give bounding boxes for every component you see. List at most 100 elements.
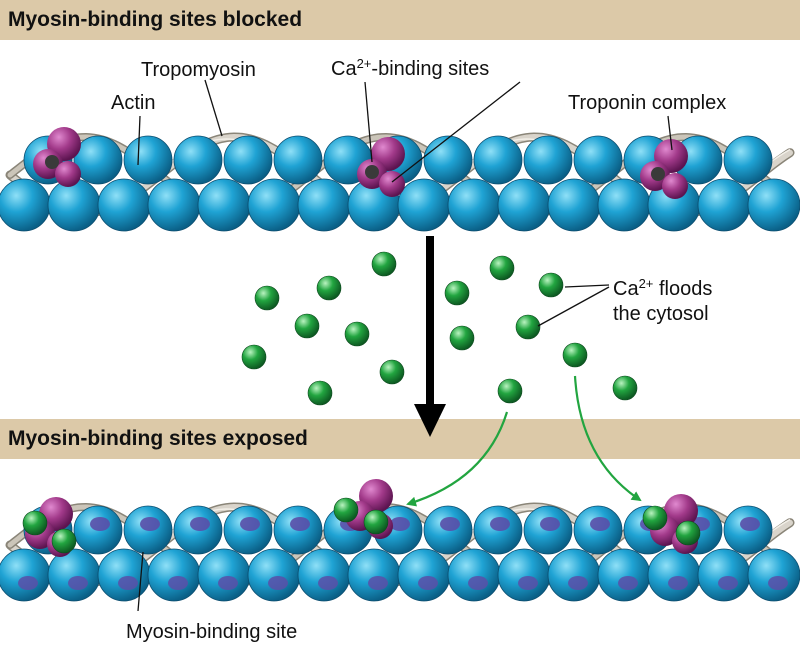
leader-actin: [137, 115, 141, 166]
myosin-binding-site: [318, 576, 338, 590]
actin-bead: [347, 548, 401, 602]
actin-bead: [247, 548, 301, 602]
label-tropomyosin: Tropomyosin: [141, 59, 256, 81]
calcium-ion: [497, 378, 523, 404]
actin-bead: [497, 178, 551, 232]
calcium-ion: [371, 251, 397, 277]
label-cytosol: the cytosol: [613, 303, 709, 325]
actin-bead: [447, 548, 501, 602]
calcium-ion: [22, 510, 48, 536]
actin-bead: [597, 548, 651, 602]
leader-tropomyosin: [204, 79, 223, 137]
calcium-ion: [333, 497, 359, 523]
actin-bead: [747, 178, 800, 232]
leader-ca-site-2: [391, 81, 521, 183]
myosin-binding-site: [618, 576, 638, 590]
actin-bead: [423, 135, 473, 185]
actin-bead: [47, 548, 101, 602]
leader-ca-floods-2: [537, 286, 610, 327]
myosin-binding-site: [290, 517, 310, 531]
leader-ca-site-1: [364, 81, 373, 163]
actin-bead: [397, 178, 451, 232]
myosin-binding-site: [218, 576, 238, 590]
myosin-binding-site: [590, 517, 610, 531]
leader-troponin: [667, 115, 673, 151]
ca-binding-site: [651, 167, 665, 181]
troponin-top-3-subunit: [662, 173, 688, 199]
actin-bead: [747, 548, 800, 602]
calcium-ion: [316, 275, 342, 301]
actin-bead: [197, 548, 251, 602]
calcium-ion: [562, 342, 588, 368]
actin-bead: [597, 178, 651, 232]
calcium-ion: [538, 272, 564, 298]
actin-bead: [547, 548, 601, 602]
ca-binding-site: [45, 155, 59, 169]
myosin-binding-site: [368, 576, 388, 590]
actin-bead: [123, 135, 173, 185]
calcium-ion: [489, 255, 515, 281]
bottom-panel-title: Myosin-binding sites exposed: [8, 427, 308, 450]
actin-bead: [73, 135, 123, 185]
calcium-binding-arrow: [406, 411, 509, 507]
calcium-ion: [675, 520, 701, 546]
myosin-binding-site: [190, 517, 210, 531]
calcium-binding-arrow: [573, 375, 642, 502]
myosin-binding-site: [68, 576, 88, 590]
myosin-binding-site: [440, 517, 460, 531]
actin-bead: [647, 548, 701, 602]
calcium-ion: [363, 509, 389, 535]
calcium-ion: [241, 344, 267, 370]
leader-ca-floods-1: [564, 284, 610, 288]
actin-bead: [523, 135, 573, 185]
myosin-binding-site: [390, 517, 410, 531]
myosin-binding-site: [118, 576, 138, 590]
label-myosin-binding-site: Myosin-binding site: [126, 621, 298, 643]
label-troponin-complex: Troponin complex: [568, 92, 727, 114]
myosin-binding-site: [90, 517, 110, 531]
actin-bead: [397, 548, 451, 602]
process-arrow-head: [414, 404, 446, 437]
top-panel-title: Myosin-binding sites blocked: [8, 8, 303, 31]
calcium-ion: [344, 321, 370, 347]
calcium-ion: [515, 314, 541, 340]
calcium-ion: [379, 359, 405, 385]
myosin-binding-site: [740, 517, 760, 531]
myosin-binding-site: [468, 576, 488, 590]
actin-bead: [473, 135, 523, 185]
myosin-binding-site: [568, 576, 588, 590]
actin-bead: [173, 135, 223, 185]
actin-bead: [47, 178, 101, 232]
actin-bead: [147, 178, 201, 232]
actin-bead: [297, 178, 351, 232]
actin-bead: [147, 548, 201, 602]
calcium-ion: [307, 380, 333, 406]
calcium-ion: [444, 280, 470, 306]
calcium-ion: [254, 285, 280, 311]
bottom-panel-band: Myosin-binding sites exposed: [0, 419, 800, 459]
actin-bead: [447, 178, 501, 232]
actin-bead: [697, 178, 751, 232]
calcium-ion: [612, 375, 638, 401]
troponin-top-1-subunit: [55, 161, 81, 187]
calcium-ion: [294, 313, 320, 339]
myosin-binding-site: [518, 576, 538, 590]
ca-binding-site: [365, 165, 379, 179]
actin-bead: [697, 548, 751, 602]
actin-bead: [497, 548, 551, 602]
actin-bead: [97, 178, 151, 232]
calcium-ion: [51, 528, 77, 554]
myosin-binding-site: [268, 576, 288, 590]
actin-bead: [197, 178, 251, 232]
leader-myosin-site: [137, 551, 144, 612]
myosin-binding-site: [540, 517, 560, 531]
calcium-ion: [449, 325, 475, 351]
myosin-binding-site: [140, 517, 160, 531]
myosin-binding-site: [168, 576, 188, 590]
actin-bead: [0, 548, 51, 602]
actin-bead: [547, 178, 601, 232]
myosin-binding-site: [668, 576, 688, 590]
myosin-binding-site: [768, 576, 788, 590]
